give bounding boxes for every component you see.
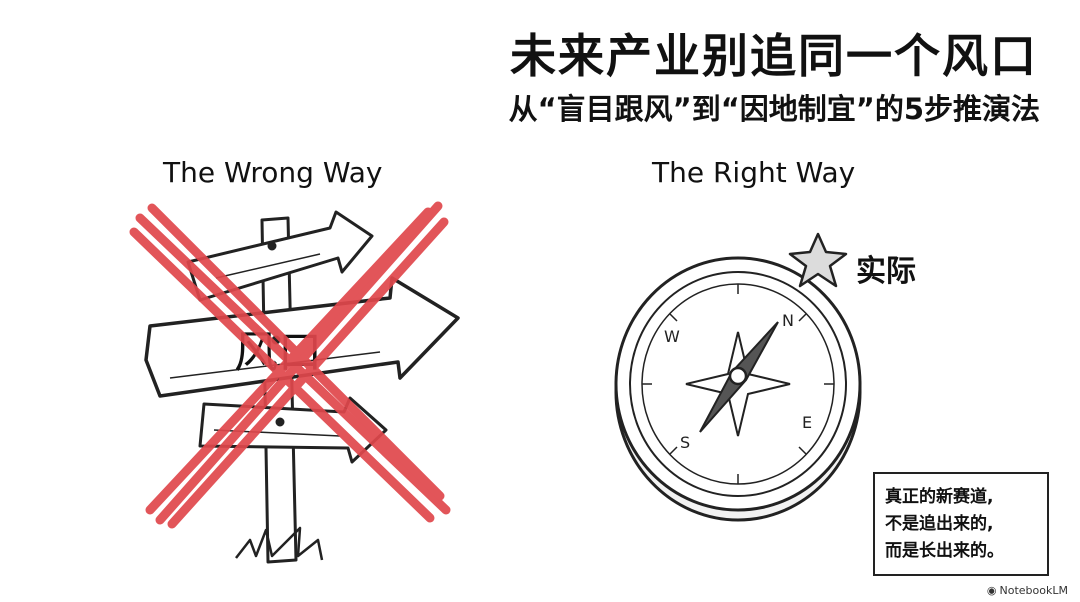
red-cross-mark [129, 201, 451, 529]
note-line: 不是追出来的, [885, 514, 994, 534]
watermark-text: NotebookLM [999, 584, 1068, 597]
compass-icon [614, 256, 862, 522]
note-line: 而是长出来的。 [885, 541, 1004, 561]
page-title: 未来产业别追同一个风口 [510, 29, 1038, 83]
compass-east: E [802, 413, 812, 432]
wrong-way-label: The Wrong Way [163, 156, 383, 189]
star-icon [788, 232, 848, 288]
compass-west: W [664, 327, 680, 346]
note-box: 真正的新赛道, 不是追出来的, 而是长出来的。 [873, 472, 1049, 576]
watermark: ◉ NotebookLM [987, 584, 1068, 597]
note-line: 真正的新赛道, [885, 487, 994, 507]
right-way-label: The Right Way [652, 156, 856, 189]
compass-south: S [680, 433, 690, 452]
notebooklm-logo-icon: ◉ [986, 584, 997, 597]
page-subtitle: 从“盲目跟风”到“因地制宜”的5步推演法 [508, 92, 1040, 126]
reality-label: 实际 [856, 254, 916, 289]
compass-north: N [782, 311, 794, 330]
